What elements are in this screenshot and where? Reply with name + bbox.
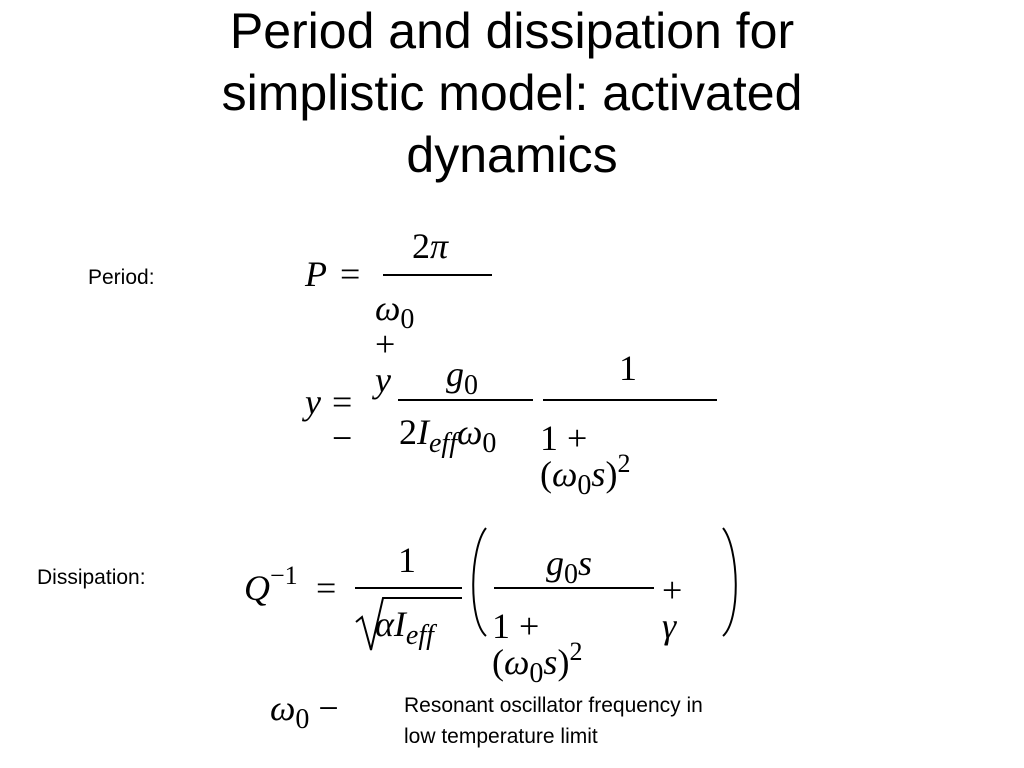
title-line-1: Period and dissipation for xyxy=(229,3,795,59)
note-line-1: Resonant oscillator frequency in xyxy=(404,694,703,717)
slide-title: Period and dissipation for simplistic mo… xyxy=(0,0,1024,186)
title-line-3: dynamics xyxy=(406,127,618,183)
omega-zero-symbol: ω0 − xyxy=(270,688,339,735)
period-label: Period: xyxy=(88,266,155,289)
dissipation-label: Dissipation: xyxy=(37,566,146,589)
omega-description: Resonant oscillator frequency in low tem… xyxy=(404,690,784,752)
title-line-2: simplistic model: activated xyxy=(221,65,803,121)
note-line-2: low temperature limit xyxy=(404,725,598,748)
